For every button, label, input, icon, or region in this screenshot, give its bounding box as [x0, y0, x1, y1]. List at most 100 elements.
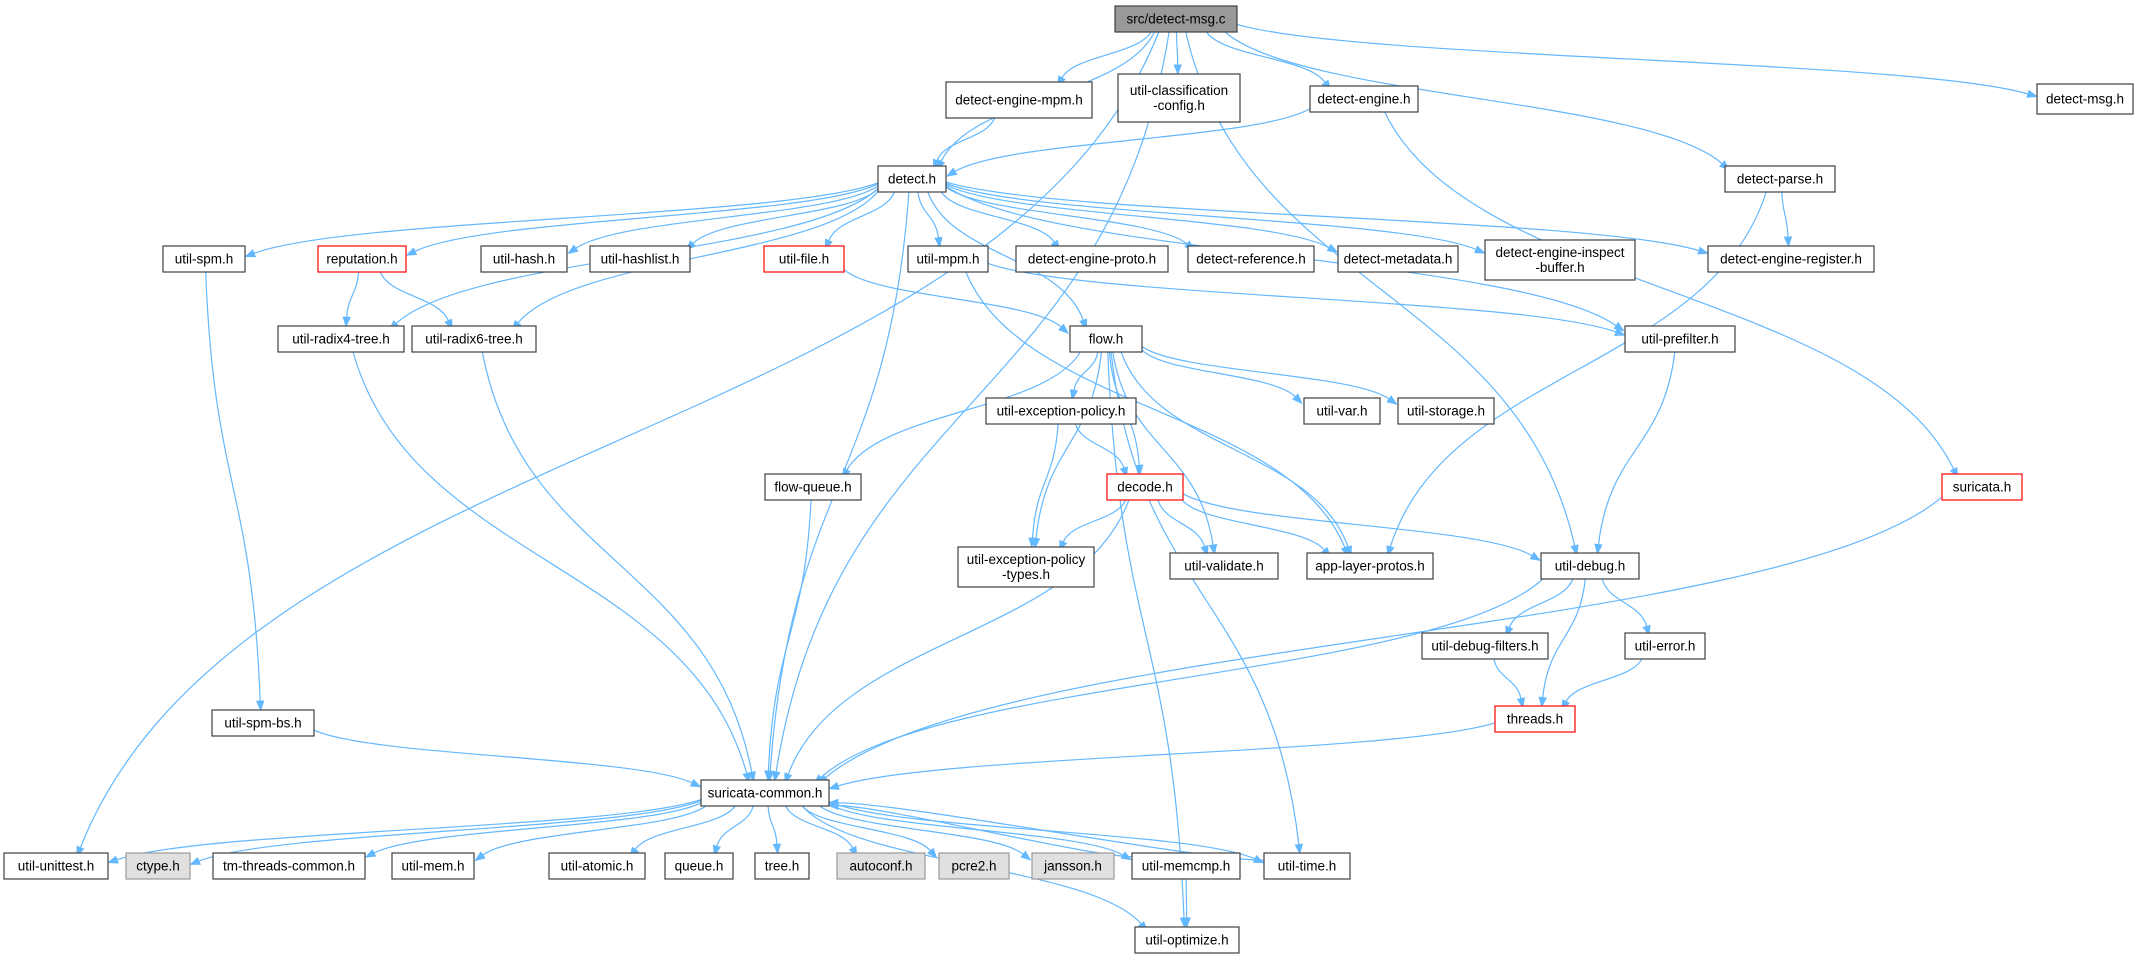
- node-autoconf-h[interactable]: autoconf.h: [836, 852, 926, 880]
- edge-line: [819, 805, 1024, 855]
- edge-arrowhead: [1028, 537, 1037, 549]
- node-detect-engine-mpm[interactable]: detect-engine-mpm.h: [945, 81, 1093, 119]
- edge-line: [1493, 658, 1522, 699]
- edge-util_spm-to-util_spm_bs: [205, 271, 265, 712]
- node-label: detect-engine-mpm.h: [955, 93, 1083, 108]
- edge-line: [1224, 31, 1723, 165]
- edge-suricata_common-to-util_unittest: [107, 799, 702, 864]
- edge-detect_engine_mpm-to-detect_h: [932, 117, 996, 171]
- node-detect-engine-register[interactable]: detect-engine-register.h: [1707, 245, 1875, 273]
- node-label: flow.h: [1089, 332, 1124, 347]
- edge-line: [1141, 346, 1390, 400]
- node-label: -buffer.h: [1535, 260, 1584, 275]
- node-util-hash[interactable]: util-hash.h: [480, 245, 568, 273]
- node-detect-msg-h[interactable]: detect-msg.h: [2036, 83, 2134, 115]
- node-detect-reference[interactable]: detect-reference.h: [1187, 245, 1315, 273]
- node-box: [1187, 245, 1315, 273]
- node-tm-threads-common[interactable]: tm-threads-common.h: [212, 852, 366, 880]
- node-box: [1309, 85, 1419, 113]
- node-util-optimize[interactable]: util-optimize.h: [1134, 926, 1240, 954]
- node-util-spm-bs[interactable]: util-spm-bs.h: [211, 709, 315, 737]
- node-util-file[interactable]: util-file.h: [763, 245, 845, 273]
- edge-line: [313, 729, 693, 784]
- node-util-radix6[interactable]: util-radix6-tree.h: [411, 325, 537, 353]
- node-label: util-exception-policy.h: [997, 404, 1126, 419]
- edge-line: [945, 184, 1330, 249]
- node-detect-parse[interactable]: detect-parse.h: [1724, 165, 1836, 193]
- node-util-unittest[interactable]: util-unittest.h: [3, 852, 109, 880]
- node-util-classification[interactable]: util-classification-config.h: [1117, 73, 1241, 123]
- node-flow-h[interactable]: flow.h: [1069, 325, 1143, 353]
- node-box: [1624, 632, 1706, 660]
- node-detect-engine[interactable]: detect-engine.h: [1309, 85, 1419, 113]
- node-detect-engine-proto[interactable]: detect-engine-proto.h: [1015, 245, 1169, 273]
- node-box: [317, 245, 407, 273]
- node-box: [664, 852, 734, 880]
- node-label: detect-parse.h: [1737, 172, 1823, 187]
- edge-util_mpm-to-util_prefilter: [987, 262, 1626, 336]
- edge-line: [481, 351, 753, 773]
- node-detect-metadata[interactable]: detect-metadata.h: [1337, 245, 1459, 273]
- node-util-storage[interactable]: util-storage.h: [1397, 397, 1495, 425]
- node-util-atomic[interactable]: util-atomic.h: [548, 852, 646, 880]
- edge-arrowhead: [1208, 543, 1218, 556]
- edge-line: [253, 182, 879, 254]
- node-reputation[interactable]: reputation.h: [317, 245, 407, 273]
- node-util-prefilter[interactable]: util-prefilter.h: [1624, 325, 1736, 353]
- node-util-spm[interactable]: util-spm.h: [162, 245, 246, 273]
- node-util-validate[interactable]: util-validate.h: [1169, 552, 1279, 580]
- node-label: util-mem.h: [401, 859, 464, 874]
- node-util-debug-filters[interactable]: util-debug-filters.h: [1421, 632, 1549, 660]
- edge-arrowhead: [1135, 464, 1144, 476]
- node-pcre2-h[interactable]: pcre2.h: [938, 852, 1010, 880]
- edge-flow_h-to-util_optimize: [1107, 351, 1189, 929]
- node-box: [1397, 397, 1495, 425]
- edge-flow_h-to-util_time: [1110, 351, 1303, 855]
- edge-util_debug-to-util_error: [1601, 578, 1651, 637]
- node-util-hashlist[interactable]: util-hashlist.h: [589, 245, 691, 273]
- node-util-mpm[interactable]: util-mpm.h: [907, 245, 989, 273]
- edge-arrowhead: [107, 855, 119, 864]
- node-box: [1117, 73, 1241, 123]
- node-suricata-common[interactable]: suricata-common.h: [700, 779, 830, 807]
- node-util-error[interactable]: util-error.h: [1624, 632, 1706, 660]
- node-util-var[interactable]: util-var.h: [1303, 397, 1381, 425]
- node-util-exception-policy-types[interactable]: util-exception-policy-types.h: [957, 546, 1095, 588]
- node-threads-h[interactable]: threads.h: [1494, 705, 1576, 733]
- node-util-time[interactable]: util-time.h: [1263, 852, 1351, 880]
- node-app-layer-protos[interactable]: app-layer-protos.h: [1306, 552, 1434, 580]
- node-label: tree.h: [765, 859, 800, 874]
- edge-detect_h-to-util_mpm: [917, 191, 943, 249]
- node-util-radix4[interactable]: util-radix4-tree.h: [277, 325, 405, 353]
- node-jansson-h[interactable]: jansson.h: [1031, 852, 1115, 880]
- node-flow-queue[interactable]: flow-queue.h: [764, 473, 862, 501]
- node-box: [1421, 632, 1549, 660]
- edge-line: [837, 722, 1496, 787]
- node-util-debug[interactable]: util-debug.h: [1540, 552, 1640, 580]
- node-detect-engine-inspect[interactable]: detect-engine-inspect-buffer.h: [1484, 239, 1636, 281]
- node-suricata-h[interactable]: suricata.h: [1941, 473, 2023, 501]
- edge-decode_h-to-util_debug: [1182, 493, 1542, 562]
- node-queue-h[interactable]: queue.h: [664, 852, 734, 880]
- edge-line: [575, 185, 879, 249]
- node-root[interactable]: src/detect-msg.c: [1114, 5, 1238, 33]
- node-tree-h[interactable]: tree.h: [754, 852, 810, 880]
- node-util-mem[interactable]: util-mem.h: [391, 852, 475, 880]
- node-label: util-var.h: [1316, 404, 1367, 419]
- node-box: [764, 473, 862, 501]
- node-label: util-unittest.h: [18, 859, 95, 874]
- node-detect-h[interactable]: detect.h: [877, 165, 947, 193]
- node-util-memcmp[interactable]: util-memcmp.h: [1131, 852, 1241, 880]
- node-decode-h[interactable]: decode.h: [1106, 473, 1184, 501]
- node-label: src/detect-msg.c: [1126, 12, 1225, 27]
- edge-arrowhead: [1326, 243, 1339, 253]
- edge-line: [1074, 423, 1125, 469]
- edge-util_prefilter-to-util_debug: [1594, 351, 1676, 555]
- node-label: util-memcmp.h: [1142, 859, 1231, 874]
- node-util-exception-policy[interactable]: util-exception-policy.h: [985, 397, 1137, 425]
- node-ctype-h[interactable]: ctype.h: [125, 852, 191, 880]
- node-box: [1724, 165, 1836, 193]
- edge-line: [945, 182, 1477, 251]
- node-label: util-mpm.h: [916, 252, 979, 267]
